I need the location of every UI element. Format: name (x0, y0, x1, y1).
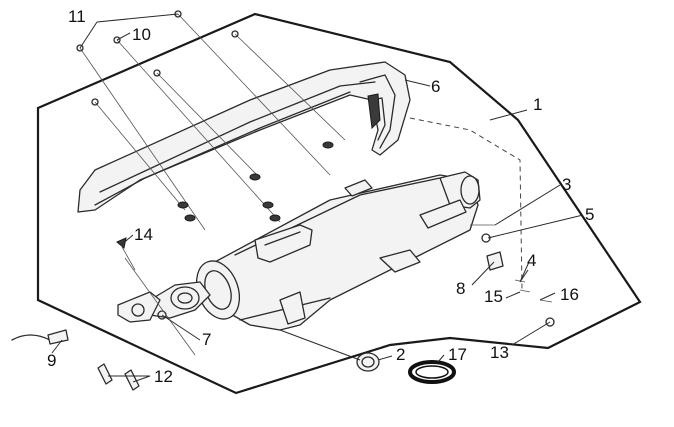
callout-14: 14 (134, 225, 153, 244)
callout-5: 5 (585, 205, 594, 224)
callout-10: 10 (132, 25, 151, 44)
exhaust-flange-pipe (117, 281, 211, 323)
callout-13: 13 (490, 343, 509, 362)
callout-17: 17 (448, 345, 467, 364)
callout-12: 12 (154, 367, 173, 386)
callout-4: 4 (527, 251, 536, 270)
muffler-body (195, 171, 481, 331)
heat-shield (77, 61, 411, 213)
right-hardware (470, 224, 555, 327)
callout-labels: 11 10 6 1 3 5 14 4 8 15 16 7 13 9 2 17 1… (47, 7, 594, 386)
leader-lines (51, 13, 584, 383)
callout-6: 6 (431, 77, 440, 96)
callout-2: 2 (396, 345, 405, 364)
callout-9: 9 (47, 351, 56, 370)
callout-7: 7 (202, 330, 211, 349)
callout-11: 11 (68, 7, 86, 26)
oxygen-sensor (11, 329, 69, 345)
bolt-item-14 (116, 237, 136, 271)
callout-3: 3 (562, 175, 571, 194)
assembly-boundary (36, 12, 642, 395)
gasket-item-2 (356, 352, 380, 372)
bracket-dashed-outline (409, 117, 523, 291)
callout-15: 15 (484, 287, 503, 306)
callout-1: 1 (533, 95, 542, 114)
studs-item-12 (97, 363, 140, 391)
callout-16: 16 (560, 285, 579, 304)
long-bolts (76, 10, 346, 356)
seal-ring-item-17 (408, 360, 456, 384)
callout-8: 8 (456, 279, 465, 298)
